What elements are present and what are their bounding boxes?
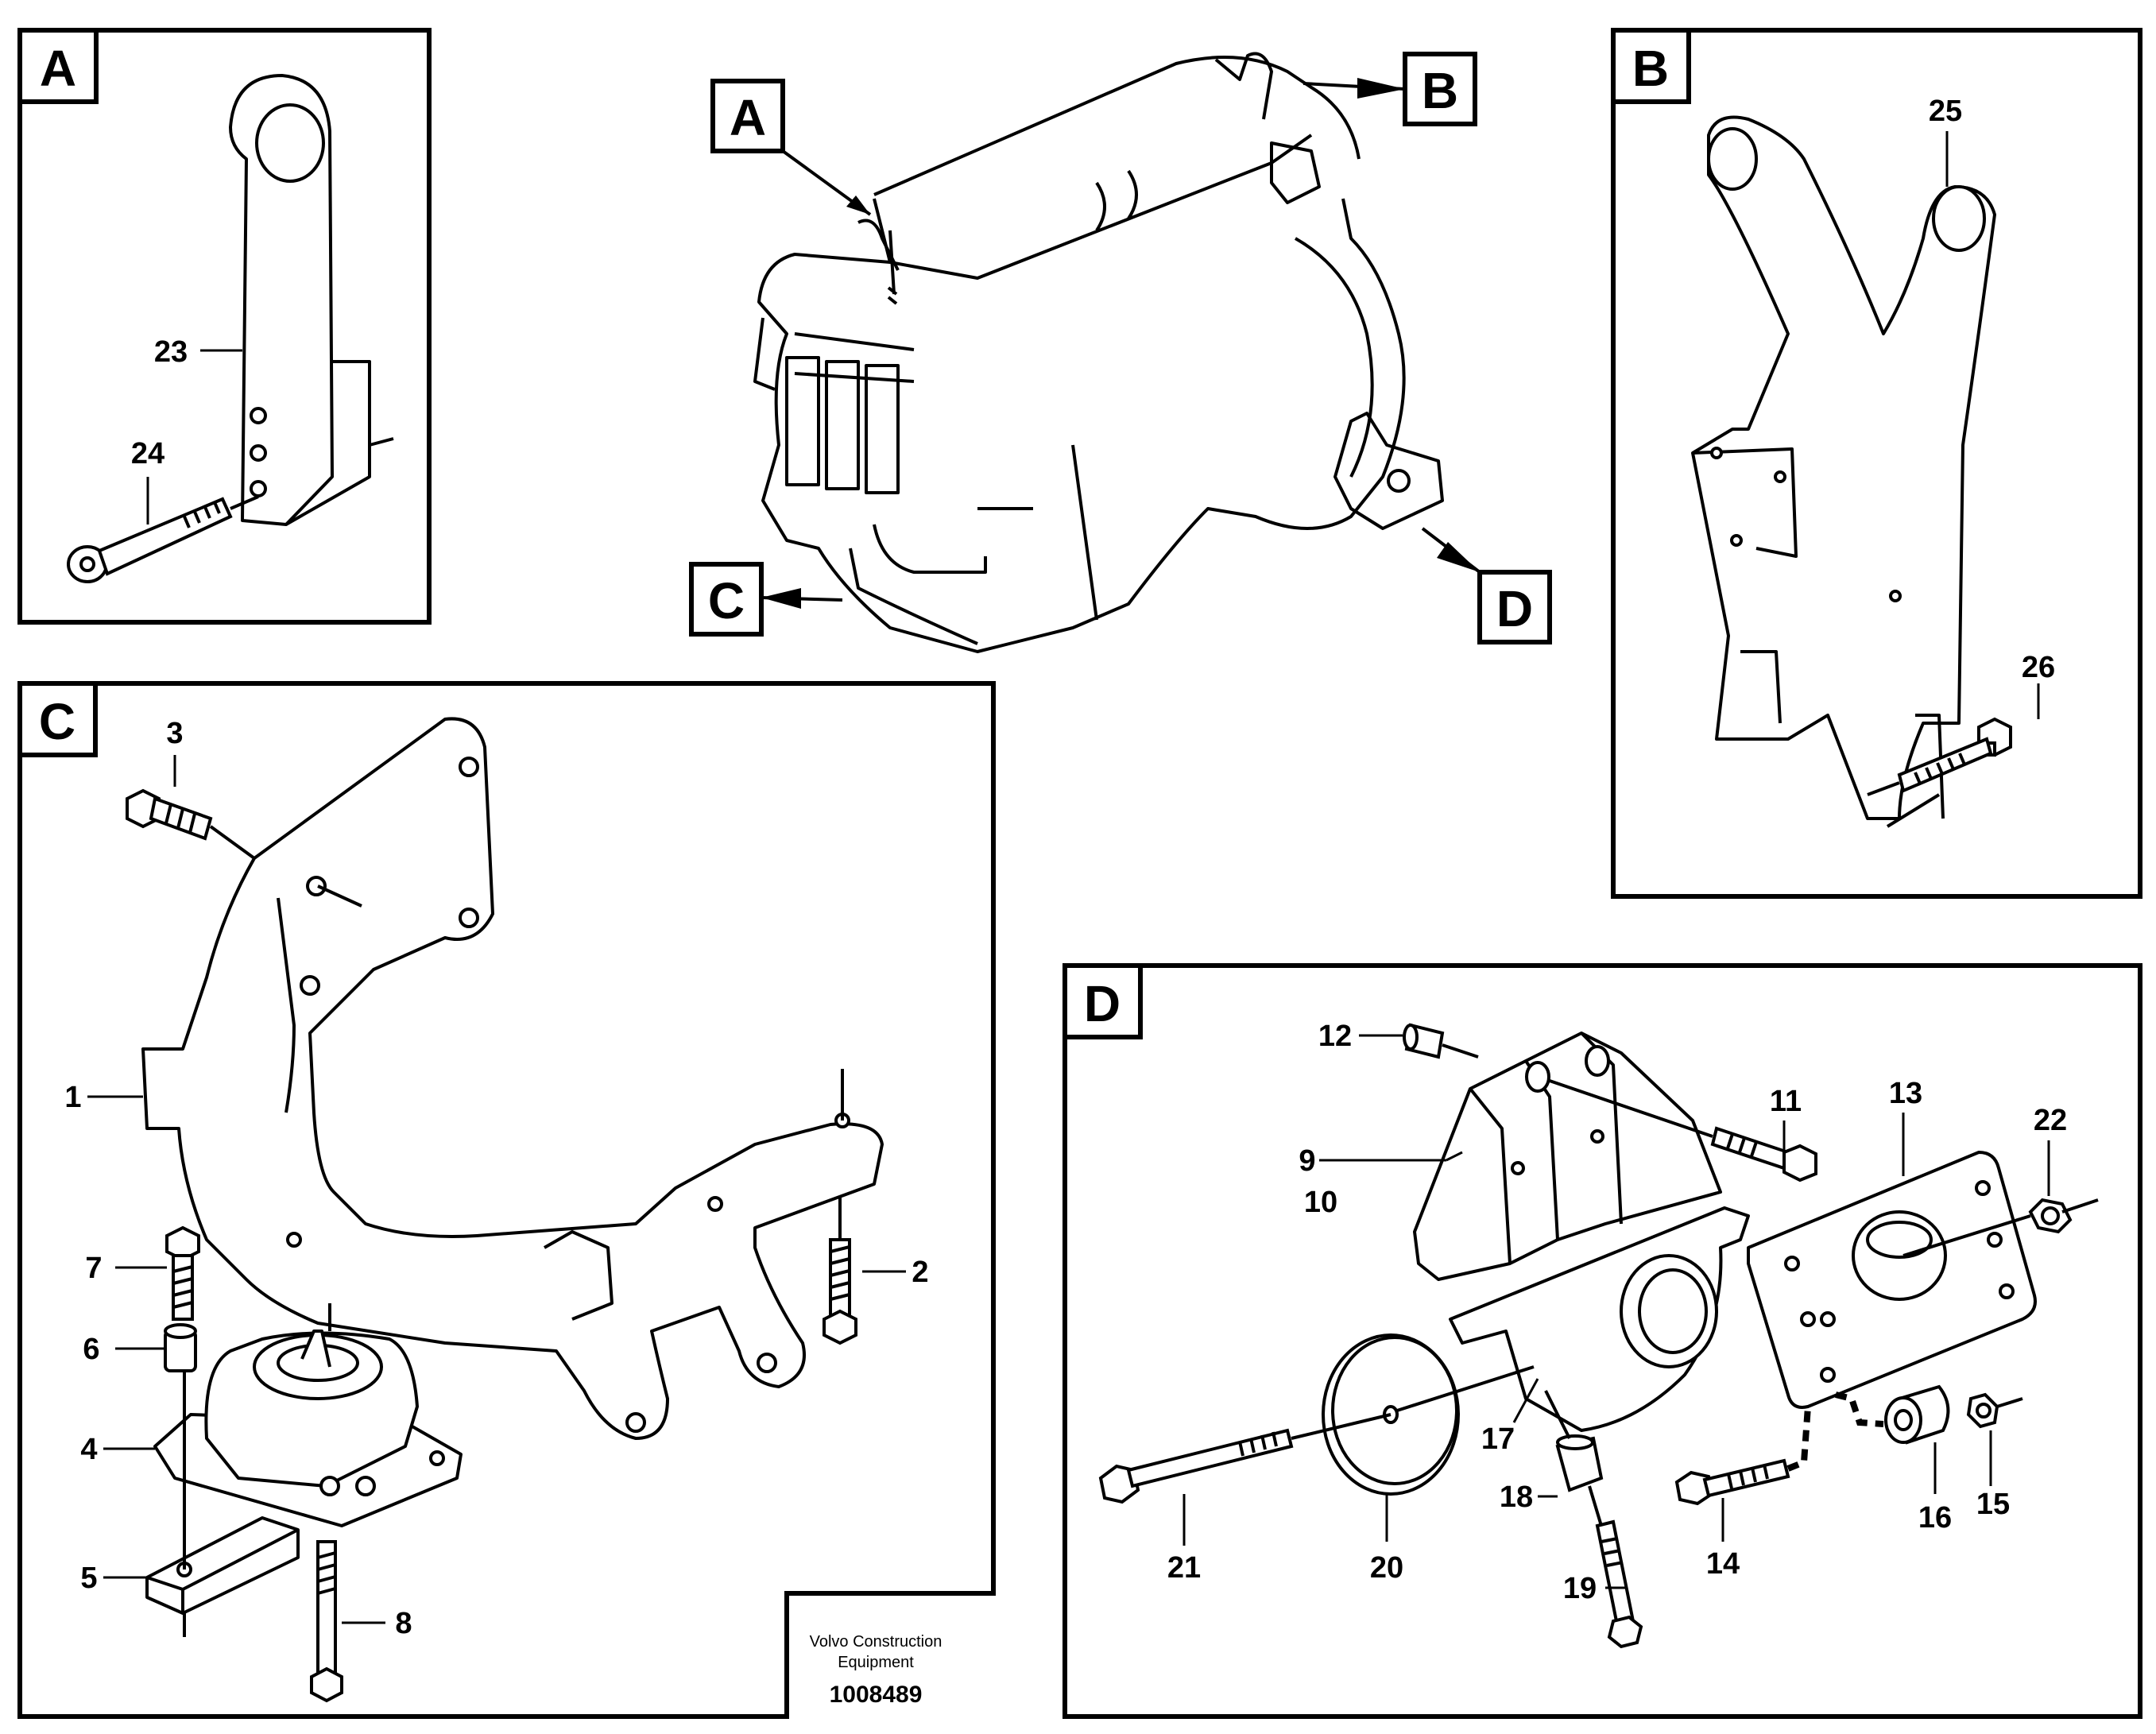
panel-c: C [17, 681, 996, 1719]
pin-12 [1403, 1023, 1479, 1059]
bolt-21 [1098, 1365, 1535, 1504]
panel-c-letter: C [39, 693, 75, 750]
callout-d-letter: D [1496, 580, 1533, 637]
panel-a-letter: A [40, 40, 76, 97]
callout-d: D [1421, 527, 1552, 644]
part-label-18: 18 [1500, 1480, 1533, 1514]
engine-overview: A B C D [689, 52, 1552, 653]
bolt-7 [165, 1225, 200, 1321]
document-number: 1008489 [830, 1682, 923, 1708]
callout-c-letter: C [708, 572, 745, 629]
part-label-25: 25 [1929, 95, 1962, 128]
engine-mount-bracket [141, 717, 884, 1440]
callout-a-letter: A [730, 89, 766, 146]
part-label-17: 17 [1481, 1422, 1515, 1456]
bushing-16 [1835, 1384, 1950, 1445]
mount-bracket-9-10 [1413, 1031, 1722, 1281]
part-label-13: 13 [1889, 1077, 1922, 1110]
part-label-22: 22 [2034, 1104, 2067, 1137]
callout-b: B [1303, 52, 1477, 126]
bolt-19 [1588, 1485, 1643, 1649]
part-label-24: 24 [131, 437, 165, 470]
part-label-19: 19 [1563, 1572, 1597, 1605]
part-label-2: 2 [912, 1256, 928, 1289]
leaders-panel-c [87, 755, 906, 1624]
engine-outline [753, 52, 1444, 653]
y-shaped-lifting-bracket [1691, 115, 1996, 828]
company-name-line2: Equipment [838, 1654, 914, 1671]
hex-socket-bolt [67, 495, 259, 583]
hex-bolt-26 [1867, 717, 2012, 796]
spacer-18 [1544, 1390, 1604, 1492]
part-label-20: 20 [1370, 1551, 1403, 1585]
panel-d-letter: D [1084, 975, 1121, 1032]
part-label-14: 14 [1706, 1547, 1740, 1581]
callout-b-letter: B [1422, 62, 1458, 119]
bolt-3 [126, 788, 256, 860]
lifting-eye-bracket [229, 74, 394, 526]
part-label-26: 26 [2022, 651, 2055, 684]
part-label-23: 23 [154, 335, 188, 369]
part-label-16: 16 [1918, 1501, 1952, 1535]
rubber-mount-4 [153, 1303, 463, 1527]
housing-17 [1449, 1206, 1750, 1432]
panel-d: D [1063, 963, 2142, 1719]
part-label-11: 11 [1770, 1085, 1802, 1118]
part-label-12: 12 [1318, 1020, 1352, 1053]
nut-15 [1966, 1392, 2023, 1429]
bolt-11 [1549, 1079, 1817, 1182]
part-label-10: 10 [1304, 1186, 1337, 1219]
part-label-9: 9 [1299, 1144, 1315, 1178]
bolt-14 [1674, 1406, 1811, 1506]
panel-a: A 23 24 [17, 28, 432, 625]
part-label-5: 5 [80, 1562, 97, 1595]
callout-c: C [689, 562, 843, 637]
part-label-8: 8 [395, 1607, 412, 1640]
part-label-21: 21 [1167, 1551, 1201, 1585]
part-label-4: 4 [80, 1433, 97, 1466]
part-label-1: 1 [64, 1081, 81, 1114]
leaders-panel-d [1183, 1034, 2050, 1589]
footer: Volvo Construction Equipment 1008489 [810, 1633, 943, 1708]
nut-22 [1902, 1198, 2099, 1257]
spacer-plate-5 [145, 1351, 300, 1637]
panel-b-letter: B [1632, 40, 1669, 97]
part-label-7: 7 [85, 1252, 102, 1285]
bolt-8 [310, 1540, 343, 1703]
washer-20 [1322, 1333, 1460, 1496]
callout-a: A [710, 79, 872, 216]
panel-b: B 25 26 [1611, 28, 2142, 899]
part-label-3: 3 [166, 717, 183, 750]
company-name-line1: Volvo Construction [810, 1633, 943, 1651]
part-label-6: 6 [83, 1333, 99, 1366]
bolt-2 [823, 1196, 857, 1345]
mounting-plate-13 [1747, 1151, 2037, 1409]
sleeve-6 [164, 1323, 197, 1372]
part-label-15: 15 [1976, 1488, 2010, 1521]
